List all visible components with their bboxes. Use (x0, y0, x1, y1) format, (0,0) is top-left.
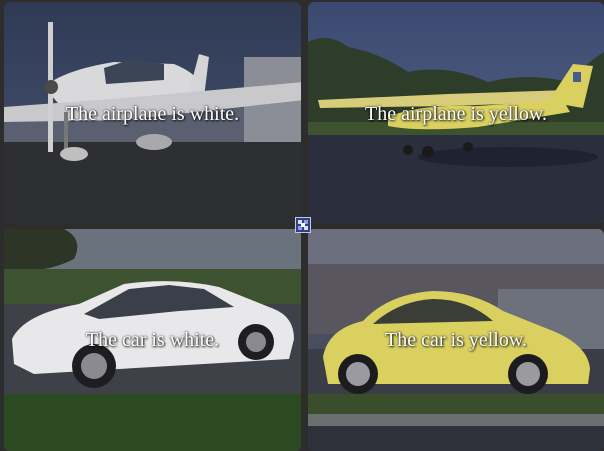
tile-caption: The airplane is yellow. (365, 103, 547, 125)
tile-yellow-car[interactable]: The car is yellow. (308, 229, 604, 451)
yellow-car-photo (308, 229, 604, 451)
white-airplane-photo (4, 2, 301, 223)
tile-white-airplane[interactable]: The airplane is white. (4, 2, 301, 223)
tile-caption: The airplane is white. (65, 103, 240, 125)
grid-toggle-icon[interactable] (295, 217, 311, 233)
tile-yellow-airplane[interactable]: The airplane is yellow. (308, 2, 604, 223)
tile-white-car[interactable]: The car is white. (4, 229, 301, 451)
white-car-photo (4, 229, 301, 451)
tile-caption: The car is yellow. (385, 329, 527, 351)
tile-caption: The car is white. (85, 329, 220, 351)
yellow-airplane-photo (308, 2, 604, 223)
